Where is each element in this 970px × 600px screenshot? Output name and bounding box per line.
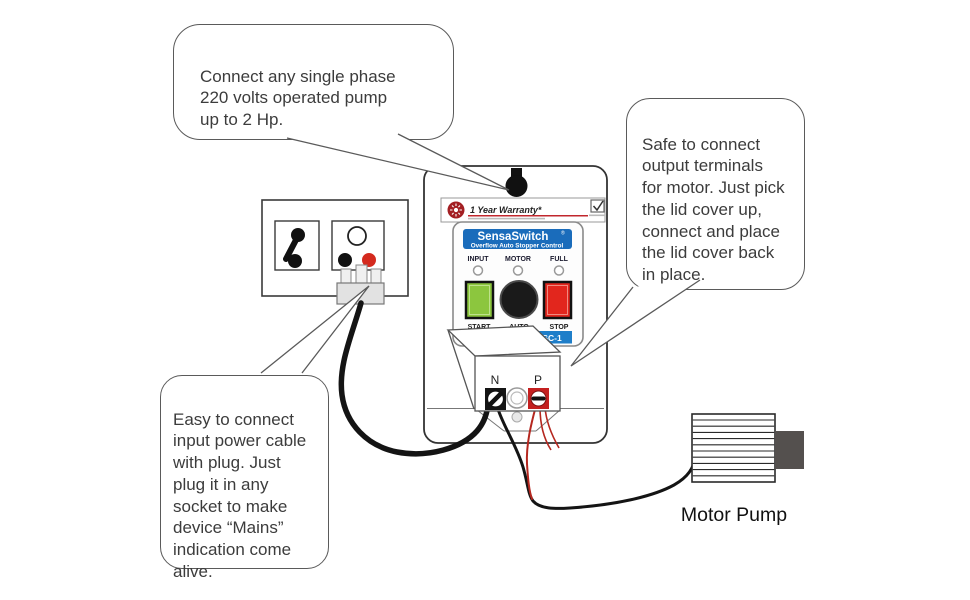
switch-dot-bottom xyxy=(288,254,302,268)
case-screw-icon xyxy=(511,411,523,423)
motor-pump xyxy=(691,413,804,483)
motor-fins xyxy=(692,419,775,477)
callout-pump-text: Connect any single phase 220 volts opera… xyxy=(200,66,396,130)
device-body: 1 Year Warranty* SensaSwitch ® Overflow … xyxy=(423,165,608,444)
full-led-icon xyxy=(553,265,565,276)
callout-input: Easy to connect input power cable with p… xyxy=(160,375,329,581)
earth-pin-hole xyxy=(347,226,367,246)
brand-subtitle: Overflow Auto Stopper Control xyxy=(471,243,564,250)
stop-button-highlight xyxy=(547,285,568,315)
callout-output-text: Safe to connect output terminals for mot… xyxy=(642,134,785,284)
motor-wire-red xyxy=(525,405,537,500)
terminal-label-n: N xyxy=(491,373,500,387)
terminal-p[interactable] xyxy=(528,388,549,409)
start-button[interactable] xyxy=(464,280,495,320)
neutral-pin-hole xyxy=(338,253,352,267)
callout-output: Safe to connect output terminals for mot… xyxy=(626,98,805,290)
indicator-label-full: FULL xyxy=(550,256,569,263)
button-label-start: START xyxy=(468,324,492,331)
screw-slot xyxy=(488,391,503,407)
registered-mark: ® xyxy=(561,230,565,237)
motor-body xyxy=(691,413,776,483)
motor-shaft xyxy=(775,431,804,469)
brand-header xyxy=(463,229,572,249)
lid-flap-edge xyxy=(447,329,475,410)
brand-name: SensaSwitch xyxy=(478,231,549,243)
cable-gland-ring-inner xyxy=(510,391,524,405)
keyhole-mount-icon xyxy=(511,168,522,181)
fine-print-bar xyxy=(468,217,545,220)
button-label-stop: STOP xyxy=(550,324,569,331)
terminal-box: N P xyxy=(446,325,562,412)
indicator-label-motor: MOTOR xyxy=(505,256,531,263)
motor-led-icon xyxy=(512,265,524,276)
switch-lever-icon xyxy=(283,235,300,262)
warranty-label: 1 Year Warranty* xyxy=(440,197,606,223)
callout-input-text: Easy to connect input power cable with p… xyxy=(173,409,307,581)
stop-button[interactable] xyxy=(542,280,573,320)
fine-print-bar xyxy=(589,214,605,217)
warranty-checkbox-icon xyxy=(589,199,605,217)
power-plug xyxy=(336,264,385,305)
terminal-label-p: P xyxy=(534,373,542,387)
indicator-label-input: INPUT xyxy=(468,256,490,263)
motor-wire-black xyxy=(495,404,698,510)
input-led-icon xyxy=(472,265,484,276)
keyhole-mount-icon xyxy=(505,175,528,197)
model-number: ASC-1 xyxy=(536,333,562,343)
lid-cover[interactable] xyxy=(446,325,562,357)
start-button-highlight xyxy=(469,285,490,315)
callout-pump: Connect any single phase 220 volts opera… xyxy=(173,24,454,140)
motor-pump-label: Motor Pump xyxy=(681,504,787,526)
terminal-n[interactable] xyxy=(485,388,506,410)
live-pin-hole xyxy=(362,253,376,267)
switch-dot-top xyxy=(291,228,305,242)
wall-socket xyxy=(261,199,409,305)
auto-button[interactable] xyxy=(499,280,539,319)
checkmark-icon xyxy=(592,200,604,212)
warranty-text: 1 Year Warranty* xyxy=(470,205,542,215)
warranty-logo-icon xyxy=(447,201,465,219)
